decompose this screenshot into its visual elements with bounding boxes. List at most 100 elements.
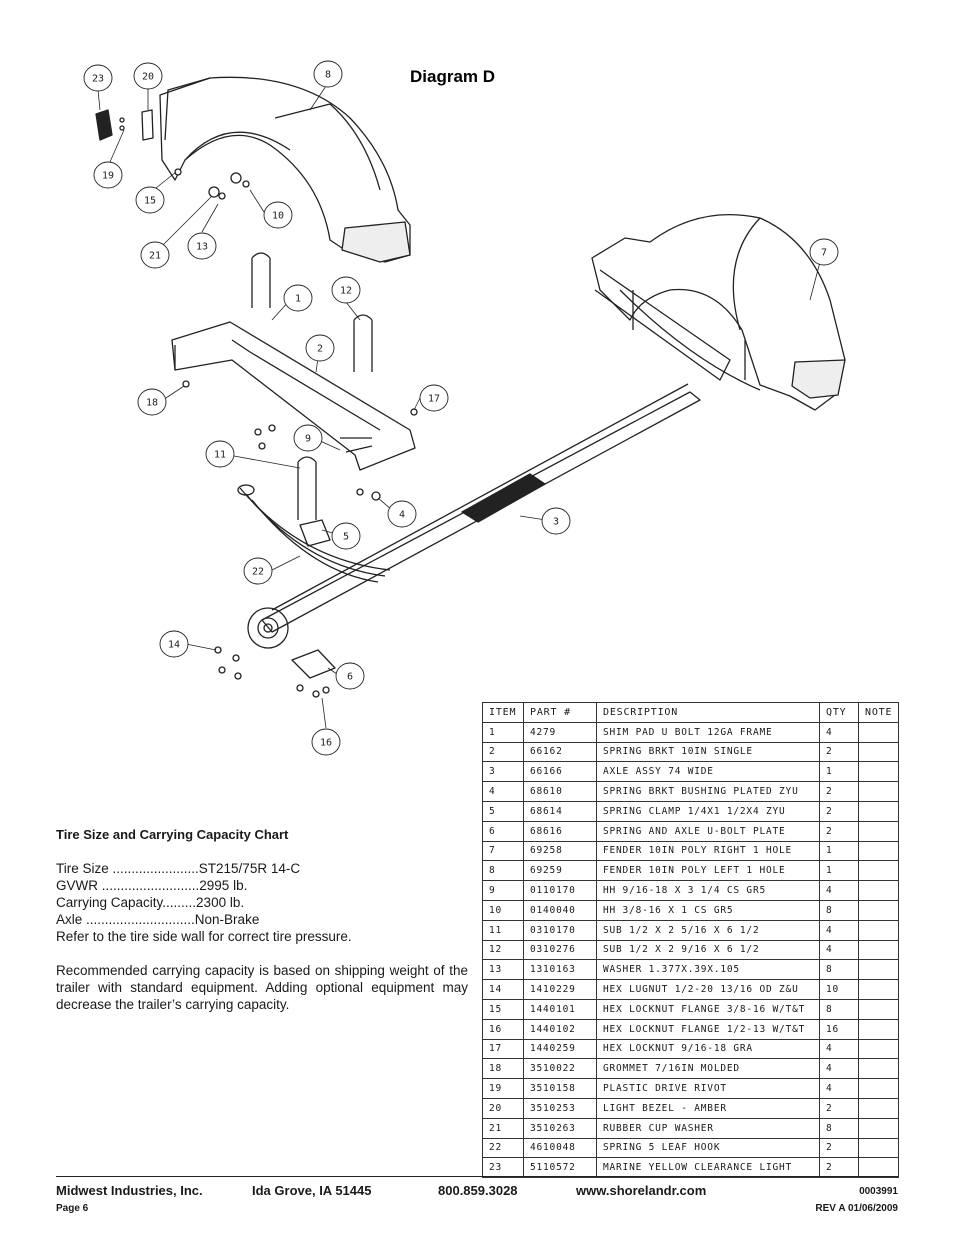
cell-description: LIGHT BEZEL - AMBER bbox=[596, 1097, 820, 1119]
cell-item: 9 bbox=[482, 880, 524, 901]
cell-item: 21 bbox=[482, 1117, 524, 1139]
cell-description: MARINE YELLOW CLEARANCE LIGHT bbox=[596, 1157, 820, 1179]
cell-note bbox=[857, 899, 900, 921]
cell-item: 17 bbox=[482, 1038, 524, 1060]
callout-label: 19 bbox=[102, 171, 114, 182]
cell-item: 15 bbox=[482, 998, 524, 1020]
cell-item: 14 bbox=[482, 979, 524, 1000]
cell-qty: 4 bbox=[819, 1078, 859, 1099]
spec-gvwr: GVWR ..........................2995 lb. bbox=[56, 877, 468, 894]
cell-note bbox=[857, 880, 900, 901]
spec-axle: Axle .............................Non-Br… bbox=[56, 911, 468, 928]
callout-label: 15 bbox=[144, 196, 156, 207]
cell-note bbox=[857, 1137, 900, 1159]
callout-circle bbox=[313, 60, 343, 88]
callout-circle bbox=[140, 241, 170, 269]
callout-circle bbox=[133, 62, 163, 90]
cell-part-number: 66162 bbox=[523, 741, 597, 763]
cell-description: SPRING BRKT 10IN SINGLE bbox=[596, 741, 820, 763]
callout-label: 4 bbox=[399, 510, 405, 521]
u-bolt-drawing-c bbox=[297, 456, 317, 520]
cell-part-number: 1440101 bbox=[523, 998, 597, 1020]
callout-circle bbox=[283, 284, 313, 312]
footer-website: www.shorelandr.com bbox=[576, 1183, 707, 1198]
callout-label: 23 bbox=[92, 74, 104, 85]
cell-part-number: 4610048 bbox=[523, 1137, 597, 1159]
cell-description: SUB 1/2 X 2 5/16 X 6 1/2 bbox=[596, 919, 820, 941]
cell-qty: 2 bbox=[819, 1157, 859, 1179]
cell-part-number: 3510158 bbox=[523, 1078, 597, 1099]
cell-description: FENDER 10IN POLY LEFT 1 HOLE bbox=[596, 860, 820, 882]
cell-part-number: 0110170 bbox=[523, 880, 597, 901]
cell-item: 6 bbox=[482, 820, 524, 842]
cell-item: 5 bbox=[482, 800, 524, 822]
cell-description: HH 9/16-18 X 3 1/4 CS GR5 bbox=[596, 880, 820, 901]
u-bolt-plate-drawing bbox=[291, 649, 336, 679]
cell-item: 2 bbox=[482, 741, 524, 763]
cell-part-number: 3510263 bbox=[523, 1117, 597, 1139]
footer-revision: REV A 01/06/2009 bbox=[815, 1203, 898, 1214]
leader-lines bbox=[97, 85, 821, 729]
capacity-chart: Tire Size and Carrying Capacity Chart Ti… bbox=[56, 826, 468, 1013]
callout-circle bbox=[331, 522, 361, 550]
footer-city: Ida Grove, IA 51445 bbox=[252, 1183, 372, 1198]
footer-doc-number: 0003991 bbox=[859, 1186, 898, 1197]
axle-tube-drawing bbox=[247, 383, 701, 649]
cell-part-number: 1440102 bbox=[523, 1018, 597, 1040]
cell-note bbox=[857, 1157, 900, 1179]
cell-qty: 16 bbox=[819, 1018, 859, 1040]
diagram-title: Diagram D bbox=[410, 67, 495, 86]
spec-label: Tire Size ....................... bbox=[56, 861, 199, 876]
cell-description: RUBBER CUP WASHER bbox=[596, 1117, 820, 1139]
spring-clamp-drawing bbox=[299, 519, 331, 547]
cell-part-number: 69258 bbox=[523, 840, 597, 862]
callout-label: 1 bbox=[295, 294, 301, 305]
cell-qty: 4 bbox=[819, 939, 859, 961]
cell-description: GROMMET 7/16IN MOLDED bbox=[596, 1058, 820, 1080]
cell-note bbox=[857, 919, 900, 941]
cell-item: 8 bbox=[482, 860, 524, 882]
callout-label: 14 bbox=[168, 640, 180, 651]
cell-note bbox=[857, 979, 900, 1000]
left-frame-bracket-drawing bbox=[171, 321, 416, 471]
cell-part-number: 0140040 bbox=[523, 899, 597, 921]
cell-qty: 8 bbox=[819, 899, 859, 921]
light-bezel-drawing bbox=[141, 109, 154, 141]
cell-note bbox=[857, 781, 900, 802]
callout-label: 11 bbox=[214, 450, 226, 461]
callout-label: 10 bbox=[272, 211, 284, 222]
callout-circle bbox=[419, 384, 449, 412]
cell-description: AXLE ASSY 74 WIDE bbox=[596, 761, 820, 783]
callout-label: 2 bbox=[317, 344, 323, 355]
cell-note bbox=[857, 1078, 900, 1099]
cell-qty: 2 bbox=[819, 781, 859, 802]
footer-phone: 800.859.3028 bbox=[438, 1183, 518, 1198]
cell-item: 19 bbox=[482, 1078, 524, 1099]
callout-label: 20 bbox=[142, 72, 154, 83]
cell-qty: 8 bbox=[819, 959, 859, 981]
cell-part-number: 1440259 bbox=[523, 1038, 597, 1060]
cell-qty: 2 bbox=[819, 1137, 859, 1159]
cell-note bbox=[857, 721, 900, 743]
callout-label: 3 bbox=[553, 517, 559, 528]
spec-value: 2995 lb. bbox=[199, 878, 248, 893]
column-header-note: NOTE bbox=[857, 702, 900, 723]
column-header-item: ITEM bbox=[482, 702, 524, 723]
cell-item: 22 bbox=[482, 1137, 524, 1159]
